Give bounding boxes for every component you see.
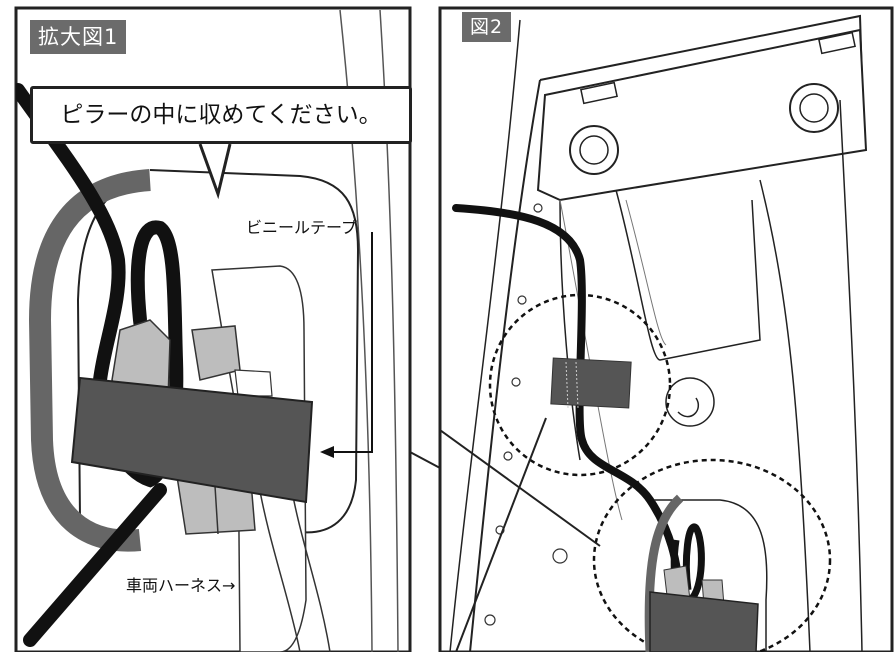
pillar-panel bbox=[469, 79, 541, 652]
dashed-highlight-upper bbox=[488, 293, 672, 477]
connector-center bbox=[191, 325, 241, 381]
callout-bubble: ピラーの中に収めてください。 bbox=[30, 86, 412, 144]
vinyl-tape bbox=[70, 376, 314, 504]
figure-2-label: 図2 bbox=[462, 12, 512, 42]
vinyl-tape-lower bbox=[649, 591, 759, 652]
dashed-highlight-lower bbox=[592, 458, 832, 652]
vinyl-tape bbox=[550, 357, 632, 409]
pillar-opening bbox=[149, 169, 360, 534]
vinyl-tape-arrow bbox=[330, 232, 373, 453]
vinyl-tape-label: ビニールテープ bbox=[246, 218, 358, 237]
figure-2-panel bbox=[438, 6, 894, 652]
black-cable bbox=[16, 83, 184, 488]
zoom-line-upper bbox=[455, 417, 547, 652]
pillar-bracket bbox=[536, 28, 868, 202]
zoom-line-lower bbox=[440, 429, 601, 547]
figure-1-label: 拡大図1 bbox=[30, 20, 127, 54]
vehicle-harness-label: 車両ハーネス→ bbox=[126, 576, 236, 595]
